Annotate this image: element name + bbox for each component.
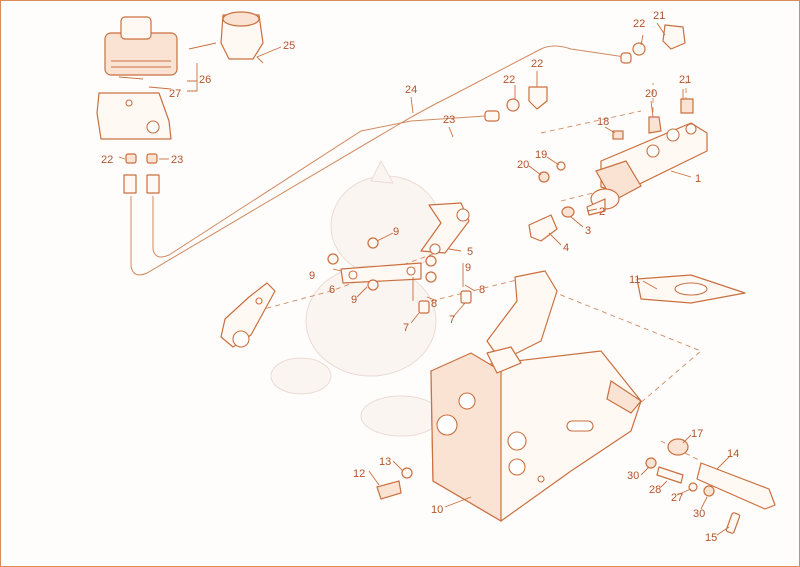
callout-7-right: 7 — [449, 314, 455, 326]
callout-26: 26 — [199, 74, 211, 86]
callout-9-bottom: 9 — [351, 294, 357, 306]
callout-20-left: 20 — [645, 88, 657, 100]
callout-28: 27 — [671, 492, 683, 504]
callout-19: 20 — [517, 159, 529, 171]
callout-22-right: 23 — [171, 154, 183, 166]
callout-11: 11 — [629, 274, 640, 286]
callout-3: 3 — [585, 225, 591, 237]
master-cylinder-assembly — [484, 24, 708, 242]
leader-lines — [118, 22, 730, 536]
callout-1: 1 — [695, 173, 701, 185]
callout-23: 23 — [443, 114, 455, 126]
callout-21-top: 21 — [653, 10, 665, 22]
callout-30-left: 30 — [627, 470, 639, 482]
callout-2: 2 — [599, 206, 605, 218]
callout-12: 12 — [353, 468, 365, 480]
callout-7-left: 7 — [403, 322, 409, 334]
callout-9-right: 9 — [465, 262, 471, 274]
callout-27: 27 — [169, 88, 181, 100]
callout-21-mid: 22 — [531, 58, 543, 70]
callout-8-left: 8 — [431, 298, 437, 310]
callout-16: 17 — [691, 428, 703, 440]
reservoir-assembly — [96, 11, 264, 194]
pedal-linkage — [220, 202, 472, 348]
callout-15: 15 — [705, 532, 717, 544]
callout-20-right: 21 — [679, 74, 691, 86]
callout-22-top: 22 — [633, 18, 645, 30]
callout-6: 6 — [329, 284, 335, 296]
callout-17: 18 — [597, 116, 609, 128]
callout-14: 14 — [727, 448, 739, 460]
callout-labels: 22 21 25 26 27 24 22 22 21 20 23 18 19 2… — [101, 10, 739, 544]
callout-4: 4 — [563, 242, 569, 254]
callout-18: 19 — [535, 149, 547, 161]
callout-5: 5 — [467, 246, 473, 258]
callout-9-left: 9 — [309, 270, 315, 282]
pedal-frame — [430, 270, 642, 523]
callout-22-mid: 22 — [503, 74, 515, 86]
callout-10: 10 — [431, 504, 443, 516]
callout-13: 13 — [379, 456, 391, 468]
callout-24: 24 — [405, 84, 417, 96]
callout-30-right: 30 — [693, 508, 705, 520]
callout-9-top: 9 — [393, 226, 399, 238]
callout-8-right: 8 — [479, 284, 485, 296]
callout-22-left: 22 — [101, 154, 113, 166]
callout-29: 28 — [649, 484, 661, 496]
pivot-assembly — [376, 274, 776, 534]
watermark-mascot — [270, 159, 442, 437]
callout-25: 25 — [283, 40, 295, 52]
